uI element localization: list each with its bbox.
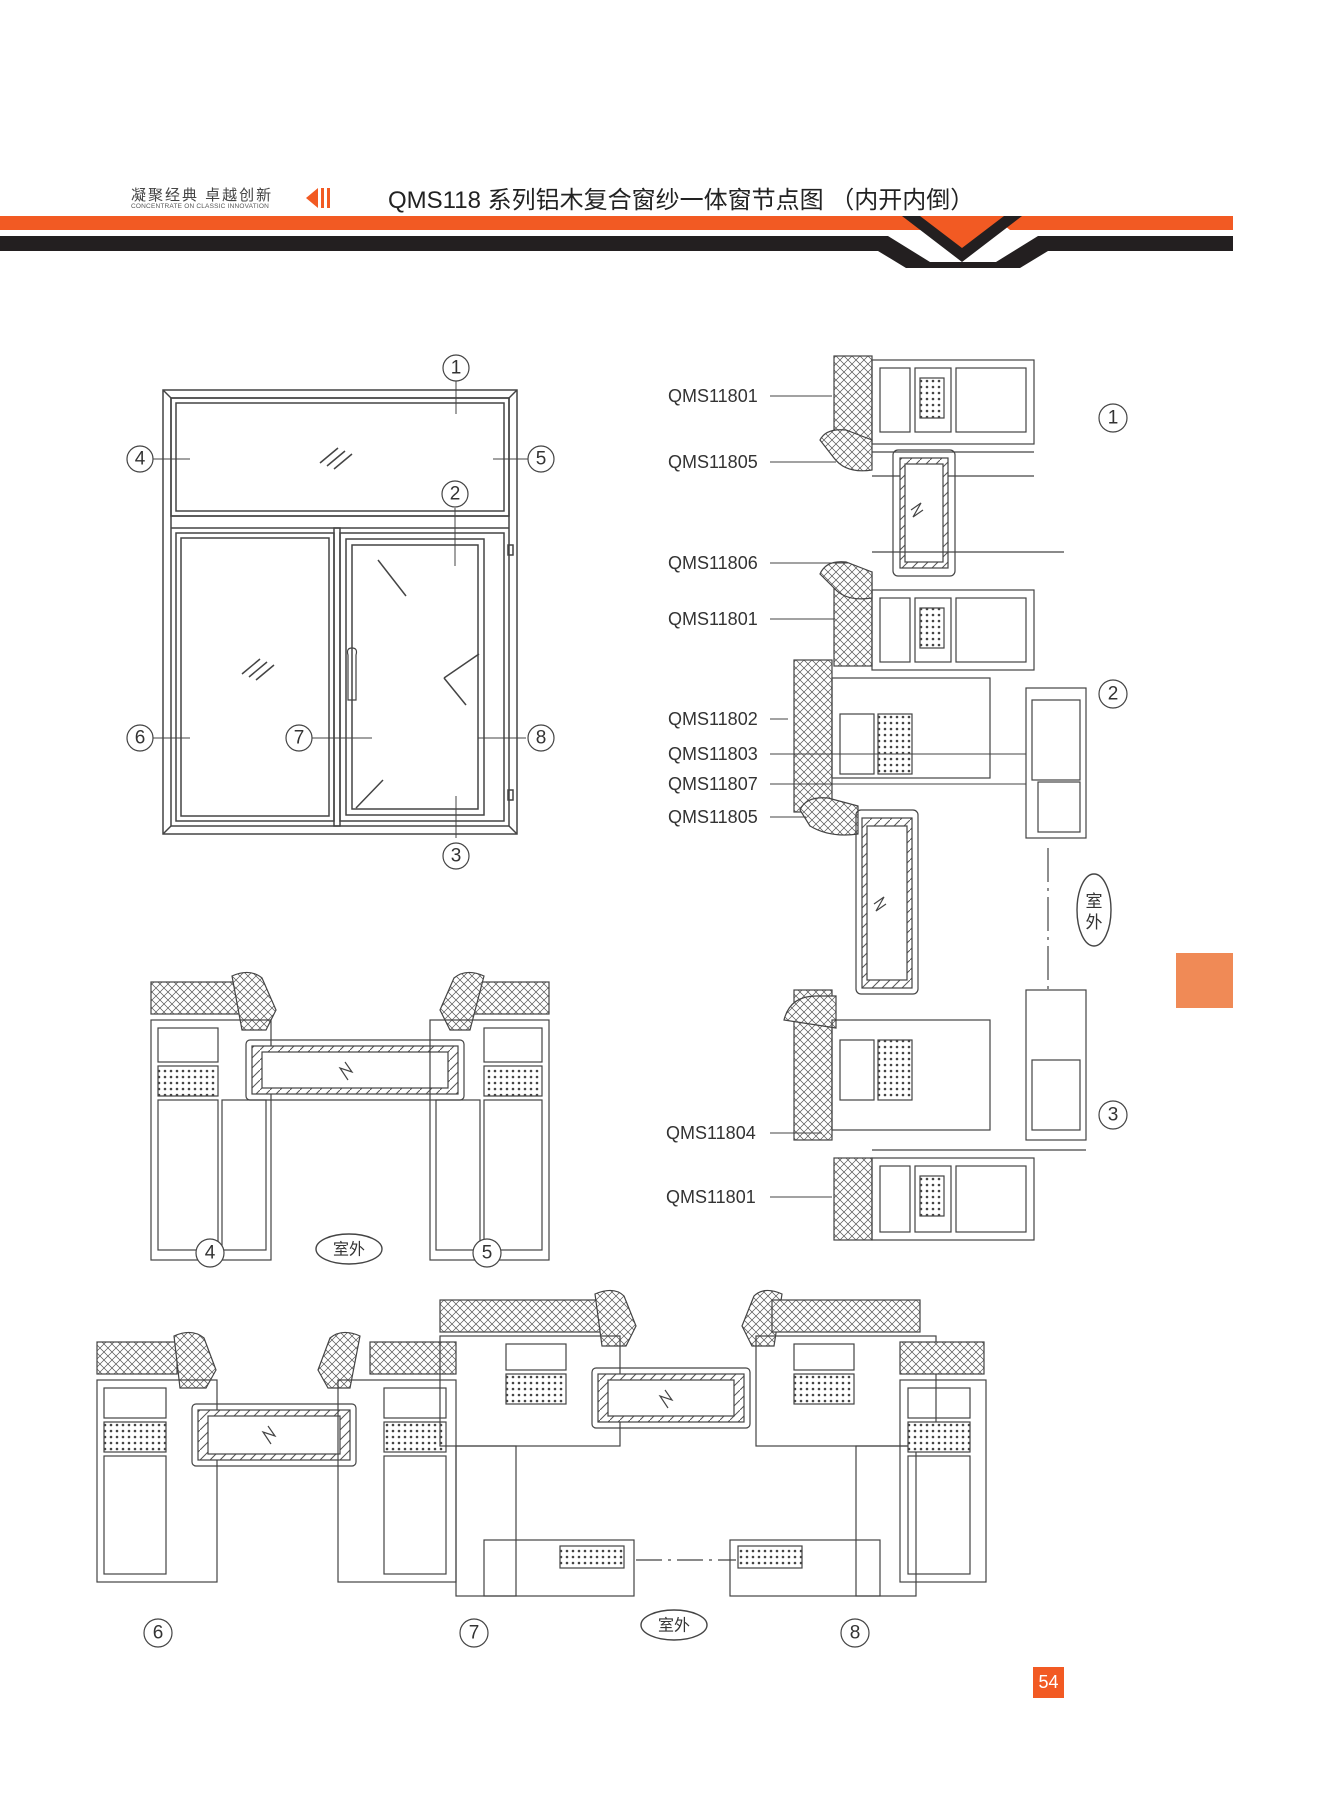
svg-text:5: 5 <box>482 1243 493 1264</box>
callout-8: 8 <box>527 724 555 752</box>
callout-7: 7 <box>285 724 313 752</box>
page-number: 54 <box>1033 1667 1064 1698</box>
callout-5: 5 <box>527 445 555 473</box>
callout-6: 6 <box>126 724 154 752</box>
part-label: QMS11805 <box>668 452 758 472</box>
svg-text:2: 2 <box>450 484 461 505</box>
window-elevation <box>162 389 518 835</box>
section-6-7-8-labels: 6 7 8 室外 <box>143 1609 870 1648</box>
svg-text:室外: 室外 <box>333 1240 365 1259</box>
part-label-leaders <box>770 395 1026 1198</box>
svg-text:1: 1 <box>1108 408 1119 429</box>
logo-bar-icon <box>327 188 330 208</box>
node-8: 8 <box>840 1618 870 1648</box>
header-slogan-en: CONCENTRATE ON CLASSIC INNOVATION <box>131 203 270 210</box>
svg-text:8: 8 <box>850 1623 861 1644</box>
logo-arrow-icon <box>306 188 318 208</box>
node-7: 7 <box>459 1618 489 1648</box>
part-label: QMS11805 <box>668 807 758 827</box>
page-title: QMS118 系列铝木复合窗纱一体窗节点图 （内开内倒） <box>388 187 975 214</box>
node-3: 3 <box>1098 1100 1128 1130</box>
part-labels: QMS11801 QMS11805 QMS11806 QMS11801 QMS1… <box>666 386 758 1207</box>
svg-text:外: 外 <box>1086 913 1103 933</box>
svg-text:6: 6 <box>153 1623 164 1644</box>
svg-text:7: 7 <box>294 728 305 749</box>
svg-text:3: 3 <box>1108 1105 1119 1126</box>
elevation-callouts: 1 4 5 2 6 7 8 3 <box>126 354 555 870</box>
part-label: QMS11804 <box>666 1123 756 1143</box>
svg-text:8: 8 <box>536 728 547 749</box>
part-label: QMS11807 <box>668 774 758 794</box>
node-4: 4 <box>195 1238 225 1268</box>
section-4-5 <box>150 971 550 1261</box>
svg-text:4: 4 <box>135 449 146 470</box>
outdoor-label-678: 室外 <box>640 1609 708 1641</box>
svg-text:室外: 室外 <box>658 1616 690 1635</box>
vertical-section <box>783 355 1087 1241</box>
part-label: QMS11802 <box>668 709 758 729</box>
section-4-5-labels: 4 5 室外 <box>195 1233 502 1268</box>
section-6-7-8 <box>96 1289 987 1597</box>
outdoor-label-45: 室外 <box>315 1233 383 1265</box>
header-dark-band <box>0 236 1233 268</box>
header-chevron-inner <box>920 216 1004 248</box>
svg-text:2: 2 <box>1108 684 1119 705</box>
callout-1: 1 <box>442 354 470 382</box>
svg-text:4: 4 <box>205 1243 216 1264</box>
node-5: 5 <box>472 1238 502 1268</box>
part-label: QMS11801 <box>668 386 758 406</box>
elevation-callout-lines <box>152 380 553 838</box>
logo-bar-icon <box>321 188 324 208</box>
svg-text:3: 3 <box>451 846 462 867</box>
side-tab <box>1176 953 1233 1008</box>
header-band <box>0 188 1233 268</box>
outdoor-label-vertical: 室 外 <box>1076 873 1112 947</box>
svg-text:5: 5 <box>536 449 547 470</box>
node-1: 1 <box>1098 403 1128 433</box>
part-label: QMS11803 <box>668 744 758 764</box>
node-6: 6 <box>143 1618 173 1648</box>
callout-4: 4 <box>126 445 154 473</box>
callout-2: 2 <box>441 480 469 508</box>
header-orange-band <box>0 216 1233 230</box>
part-label: QMS11806 <box>668 553 758 573</box>
callout-3: 3 <box>442 842 470 870</box>
svg-text:6: 6 <box>135 728 146 749</box>
header-slogan-cn: 凝聚经典 卓越创新 <box>131 187 274 204</box>
node-2: 2 <box>1098 679 1128 709</box>
part-label: QMS11801 <box>666 1187 756 1207</box>
vertical-section-nodes: 1 2 3 <box>1098 403 1128 1130</box>
svg-text:室: 室 <box>1086 892 1103 912</box>
svg-text:1: 1 <box>451 358 462 379</box>
svg-text:7: 7 <box>469 1623 480 1644</box>
part-label: QMS11801 <box>668 609 758 629</box>
